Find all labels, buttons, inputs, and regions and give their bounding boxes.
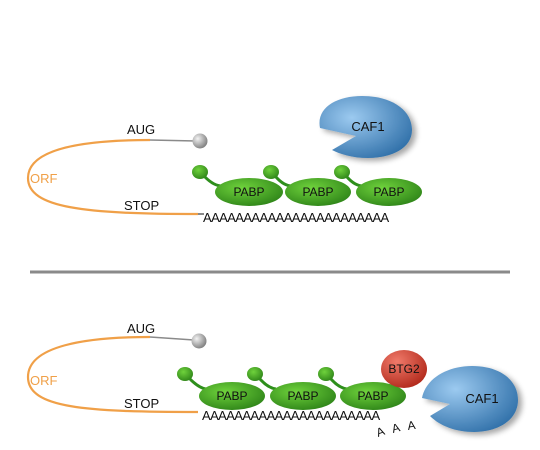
pabp-protein: PABP bbox=[334, 165, 422, 206]
cap-icon bbox=[191, 333, 207, 349]
caf1-label: CAF1 bbox=[465, 391, 498, 406]
btg2-protein bbox=[381, 350, 427, 388]
aug-label: AUG bbox=[127, 122, 155, 137]
panel-top: ORF AUG STOP AAAAAAAAAAAAAAAAAAAAAAA PAB… bbox=[26, 96, 422, 225]
panel-bottom: ORF AUG STOP AAAAAAAAAAAAAAAAAAAAAA PABP… bbox=[26, 321, 518, 440]
orf-label: ORF bbox=[30, 373, 58, 388]
polya-tail: AAAAAAAAAAAAAAAAAAAAAA bbox=[202, 408, 380, 423]
pabp-label: PABP bbox=[233, 185, 264, 199]
aug-line bbox=[149, 336, 195, 341]
orf-loop bbox=[26, 138, 199, 216]
polya-tail: AAAAAAAAAAAAAAAAAAAAAAA bbox=[203, 210, 390, 225]
pabp-protein: PABP bbox=[263, 165, 351, 206]
pabp-label: PABP bbox=[287, 389, 318, 403]
pabp-protein: PABP bbox=[192, 165, 283, 206]
caf1-label: CAF1 bbox=[351, 119, 384, 134]
pabp-protein: PABP bbox=[177, 367, 265, 410]
orf-label: ORF bbox=[30, 171, 58, 186]
orf-loop bbox=[26, 335, 199, 414]
pabp-protein: PABP bbox=[318, 367, 406, 410]
btg2-label: BTG2 bbox=[388, 362, 420, 376]
stop-label: STOP bbox=[124, 198, 159, 213]
pabp-label: PABP bbox=[357, 389, 388, 403]
caf1-enzyme bbox=[319, 96, 412, 158]
aug-line bbox=[149, 139, 197, 142]
pabp-label: PABP bbox=[302, 185, 333, 199]
released-a: A bbox=[390, 420, 401, 436]
released-a: A bbox=[374, 424, 386, 440]
released-a: A bbox=[406, 418, 416, 433]
pabp-label: PABP bbox=[216, 389, 247, 403]
aug-label: AUG bbox=[127, 321, 155, 336]
stop-label: STOP bbox=[124, 396, 159, 411]
pabp-label: PABP bbox=[373, 185, 404, 199]
caf1-enzyme bbox=[422, 366, 518, 432]
cap-icon bbox=[192, 133, 208, 149]
pabp-protein: PABP bbox=[247, 367, 336, 410]
